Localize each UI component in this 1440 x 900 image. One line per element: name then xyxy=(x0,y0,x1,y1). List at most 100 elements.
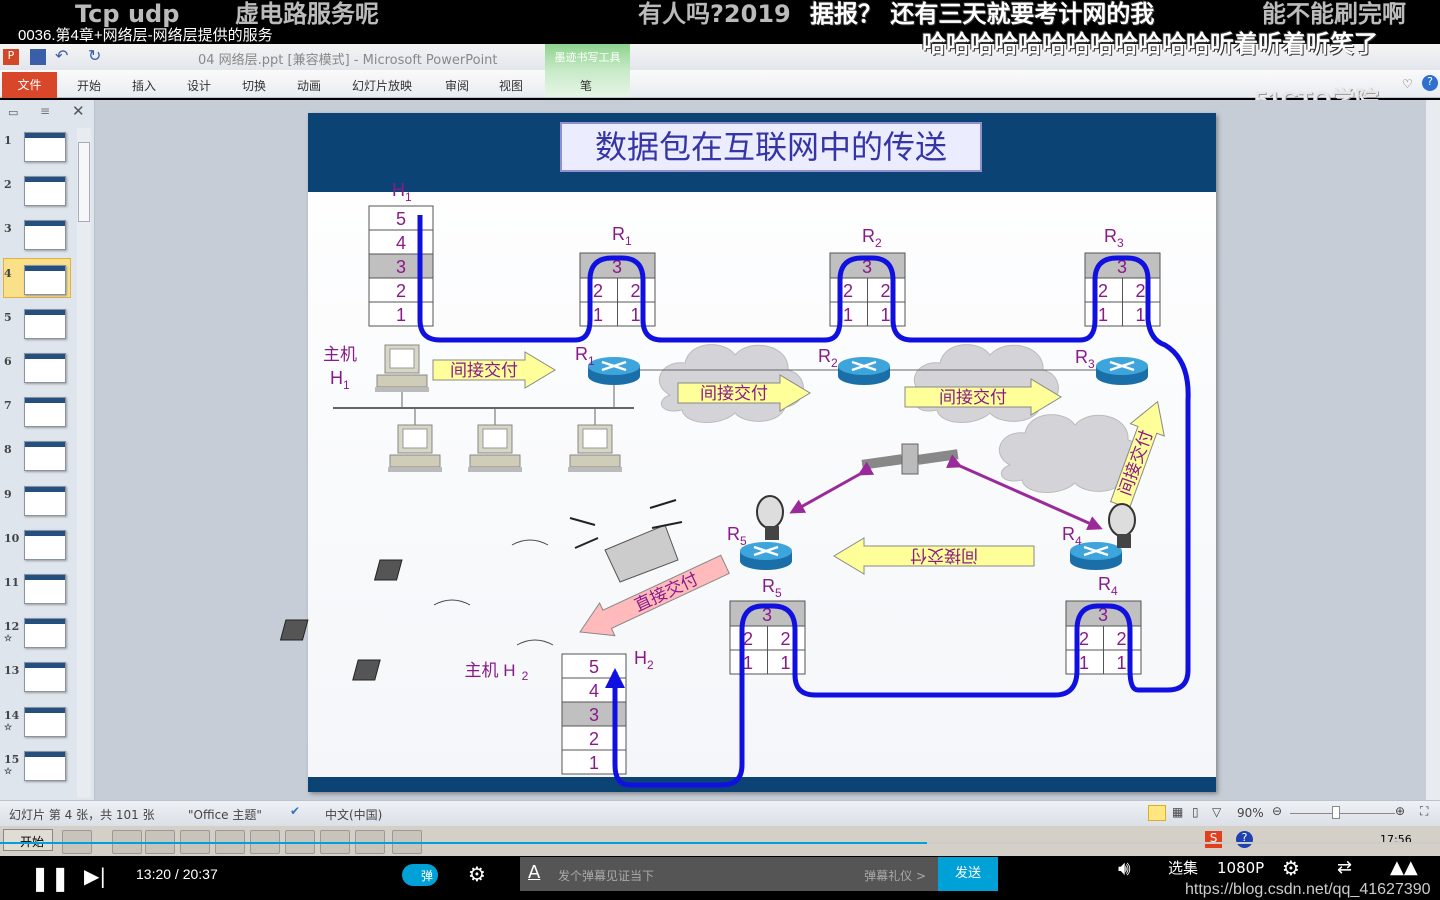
danmaku-input[interactable]: A 发个弹幕见证当下 弹幕礼仪 > xyxy=(520,857,938,891)
slide-thumbnail[interactable] xyxy=(24,574,66,604)
router-icon xyxy=(836,355,892,387)
ink-tools-context-tab: 墨迹书写工具 xyxy=(545,44,630,70)
outline-tab-icon[interactable]: ≡ xyxy=(40,104,51,118)
close-panel-icon[interactable]: ✕ xyxy=(72,102,85,120)
send-button[interactable]: 发送 xyxy=(938,857,998,891)
tab-slideshow[interactable]: 幻灯片放映 xyxy=(352,79,413,93)
thumbnail-scrollbar[interactable] xyxy=(77,128,91,798)
slide-thumbnail[interactable] xyxy=(24,176,66,207)
spellcheck-icon[interactable]: ✔ xyxy=(290,804,301,818)
tab-animations[interactable]: 动画 xyxy=(297,79,322,93)
language-indicator[interactable]: 中文(中国) xyxy=(325,808,383,822)
screen-rotate-icon[interactable]: ⇄ xyxy=(1337,857,1353,878)
slide-thumbnail[interactable] xyxy=(24,132,66,162)
slides-tab-icon[interactable]: ▭ xyxy=(8,106,19,119)
slide-thumbnail[interactable] xyxy=(24,485,66,516)
zoom-slider[interactable] xyxy=(1290,813,1395,814)
slide-thumbnail[interactable] xyxy=(24,662,66,693)
minimize-ribbon-icon[interactable]: ♡ xyxy=(1402,77,1413,91)
normal-view-button[interactable] xyxy=(1148,805,1166,821)
redo-icon[interactable]: ↻ xyxy=(88,46,102,65)
satellite-link-arrow xyxy=(789,461,875,514)
pause-icon[interactable]: ❚❚ xyxy=(30,864,71,892)
reading-view-icon[interactable]: ▯ xyxy=(1192,805,1199,819)
episodes-button[interactable]: 选集 xyxy=(1168,859,1199,877)
wireless-signal-icon xyxy=(511,539,549,546)
slide-thumbnail[interactable] xyxy=(24,618,66,649)
tray-help-icon[interactable]: ? xyxy=(1236,831,1253,848)
video-progress-track[interactable] xyxy=(0,842,1440,844)
slide-thumbnail[interactable] xyxy=(24,706,66,737)
protocol-layer-cell xyxy=(1122,277,1161,303)
tab-design[interactable]: 设计 xyxy=(187,79,212,93)
danmaku-settings-icon[interactable]: ⚙ xyxy=(468,862,486,886)
host2-label: 主机 H xyxy=(465,661,516,680)
undo-icon[interactable]: ↶ xyxy=(55,46,69,65)
zoom-slider-handle[interactable] xyxy=(1332,806,1340,819)
protocol-layer-cell xyxy=(1122,301,1161,327)
fit-window-icon[interactable]: ⛶ xyxy=(1420,804,1429,818)
scrollbar-thumb[interactable] xyxy=(78,142,90,222)
thumbnail-number: 14 xyxy=(4,708,20,722)
tab-transitions[interactable]: 切换 xyxy=(242,79,267,93)
tab-insert[interactable]: 插入 xyxy=(132,79,157,93)
help-icon[interactable]: ? xyxy=(1422,75,1438,91)
h2-stack-label-sub: 2 xyxy=(647,658,654,672)
thumbnail-number: 4 xyxy=(4,266,12,280)
router-label: R3 xyxy=(1075,347,1095,371)
slide-thumbnail[interactable] xyxy=(24,264,66,295)
system-clock: 17:56 xyxy=(1380,833,1412,846)
indirect-delivery-arrow-shape xyxy=(833,537,1035,575)
h1-stack-label: H1 xyxy=(392,180,412,204)
layer-number: 2 xyxy=(880,281,890,301)
wireless-access-point-icon xyxy=(604,524,679,583)
slide-thumbnail[interactable] xyxy=(24,529,66,560)
tab-home[interactable]: 开始 xyxy=(77,79,102,93)
indirect-delivery-arrow-shape xyxy=(904,378,1062,416)
layer-number: 5 xyxy=(396,209,406,229)
theme-name: "Office 主题" xyxy=(188,808,262,822)
current-time: 13:20 xyxy=(136,866,172,882)
indirect-delivery-arrow-shape xyxy=(677,374,811,412)
protocol-layer-cell xyxy=(867,277,906,303)
slide-thumbnail[interactable] xyxy=(24,441,66,472)
settings-icon[interactable]: ⚙ xyxy=(1282,856,1300,880)
slide-thumbnail[interactable] xyxy=(24,353,66,383)
slide-sorter-icon[interactable]: ▦ xyxy=(1172,805,1184,819)
indirect-delivery-arrow: 间接交付 xyxy=(833,537,1035,575)
slide-thumbnail[interactable] xyxy=(24,750,66,781)
slide-thumbnail[interactable] xyxy=(24,308,66,339)
router-label: R4 xyxy=(1062,524,1082,548)
start-button[interactable]: 开始 xyxy=(3,829,53,851)
danmaku-toggle[interactable]: 弹 xyxy=(402,864,438,886)
csdn-watermark: https://blog.csdn.net/qq_41627390 xyxy=(1185,881,1431,898)
tab-file[interactable]: 文件 xyxy=(2,72,57,98)
router-label-sub: 1 xyxy=(588,354,595,368)
tab-review[interactable]: 审阅 xyxy=(445,79,470,93)
vertical-scrollbar[interactable] xyxy=(1426,100,1440,800)
next-icon[interactable]: ▶︎| xyxy=(84,864,107,888)
slideshow-icon[interactable]: ▽ xyxy=(1212,805,1222,819)
layer-number: 2 xyxy=(1116,629,1126,649)
tray-s-icon[interactable]: S xyxy=(1205,831,1222,848)
save-icon[interactable] xyxy=(30,49,46,65)
zoom-level[interactable]: 90% xyxy=(1237,806,1264,820)
tab-pen[interactable]: 笔 xyxy=(580,79,593,93)
tab-view[interactable]: 视图 xyxy=(499,79,524,93)
layer-number: 1 xyxy=(880,305,890,325)
router-icon xyxy=(1094,355,1150,387)
zoom-in-icon[interactable]: ⊕ xyxy=(1395,804,1406,818)
quality-button[interactable]: 1080P xyxy=(1217,859,1265,877)
font-style-icon[interactable]: A xyxy=(528,862,541,883)
layer-number: 3 xyxy=(396,257,406,277)
fullscreen-icon[interactable]: ▲▲ xyxy=(1390,857,1418,878)
ribbon-tabs: 开始 插入 设计 切换 动画 幻灯片放映 审阅 视图 笔 ♡ ? xyxy=(0,70,1440,98)
layer-number: 1 xyxy=(630,305,640,325)
slide-thumbnail[interactable] xyxy=(24,220,66,251)
router-stack-label: R3 xyxy=(1104,226,1124,250)
volume-icon[interactable]: 🔊︎ xyxy=(1118,856,1131,880)
danmaku-etiquette-link[interactable]: 弹幕礼仪 > xyxy=(864,869,926,883)
slide-thumbnail[interactable] xyxy=(24,397,66,428)
danmaku-comment: 哈哈哈哈哈哈哈哈哈哈哈哈听着听着听笑了 xyxy=(922,30,1378,58)
zoom-out-icon[interactable]: ⊖ xyxy=(1272,804,1283,818)
